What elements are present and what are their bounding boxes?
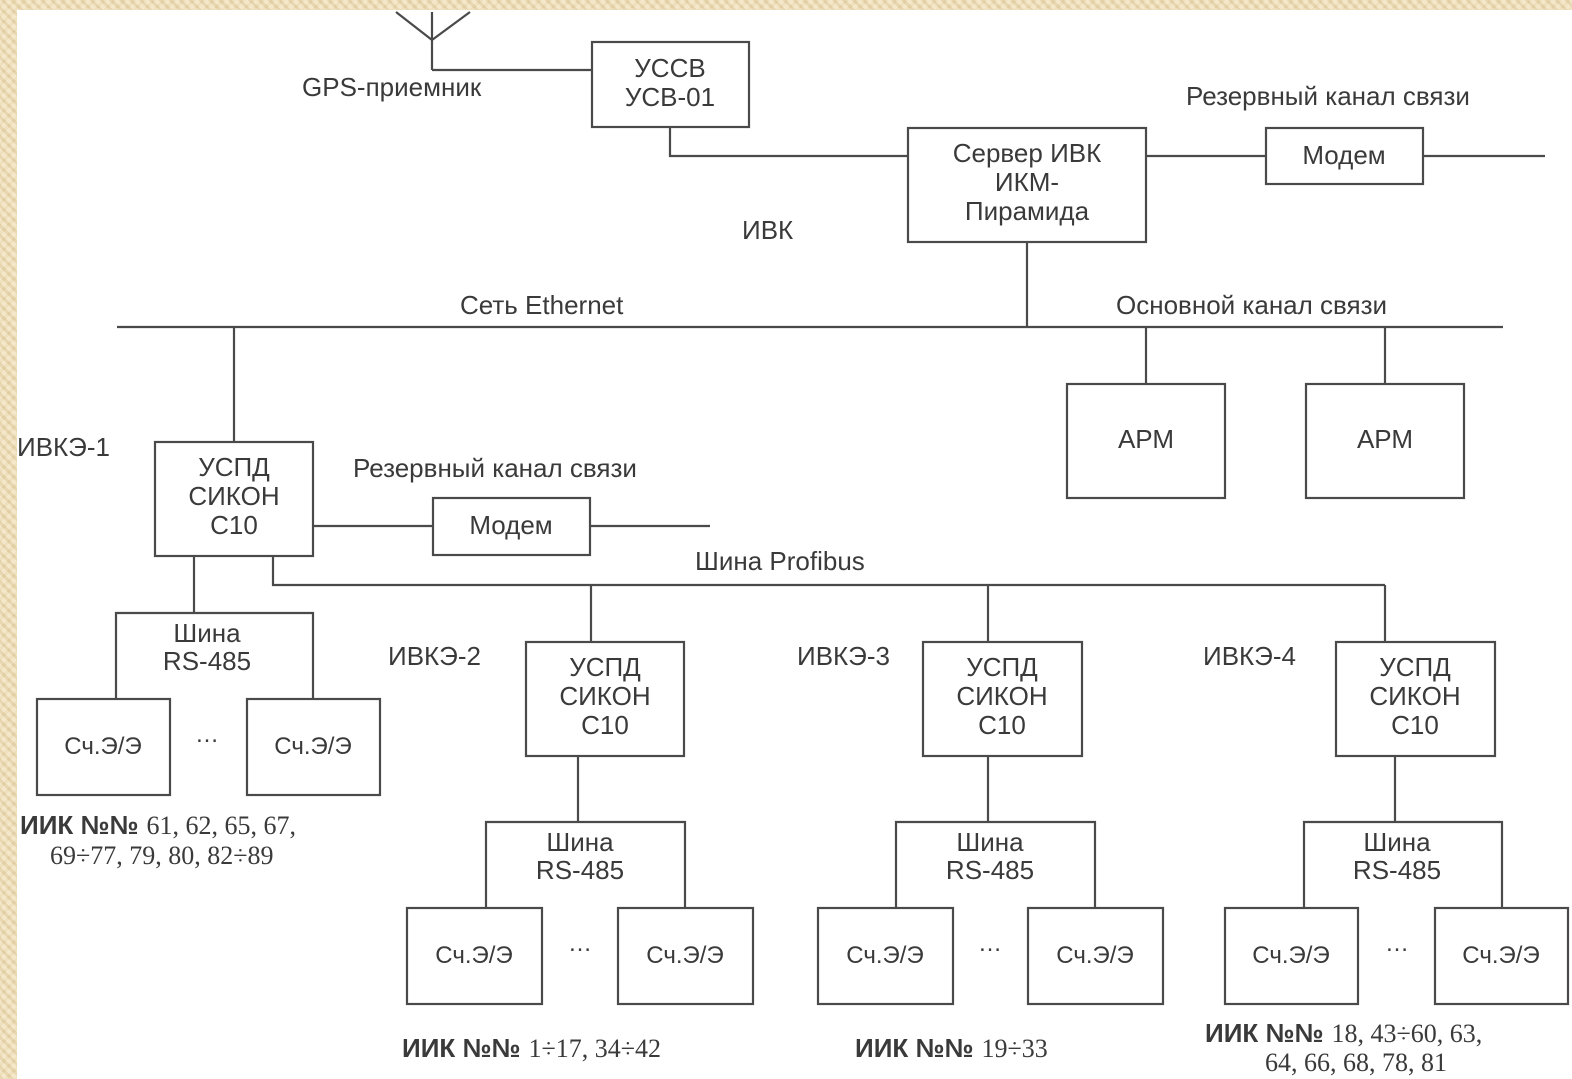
ivke4-uspd-box: УСПД СИКОН С10 bbox=[1334, 640, 1497, 758]
ivke1-bus-line2: RS-485 bbox=[163, 646, 251, 676]
ivke1-reserve-channel-label: Резервный канал связи bbox=[353, 453, 637, 483]
ivke2-uspd-line3: С10 bbox=[581, 710, 629, 740]
ivke1-iik-line2: 69÷77, 79, 80, 82÷89 bbox=[50, 841, 274, 870]
ivke2-uspd-line1: УСПД bbox=[569, 652, 641, 682]
ivke4-iik-numbers1: 18, 43÷60, 63, bbox=[1331, 1019, 1482, 1048]
ivke1-meter-box-2: Сч.Э/Э bbox=[245, 697, 382, 797]
ivke4-meter-box-2: Сч.Э/Э bbox=[1433, 906, 1570, 1006]
profibus-bus-line bbox=[271, 556, 1385, 587]
ivke1-uspd-line2: СИКОН bbox=[188, 481, 279, 511]
ethernet-label: Сеть Ethernet bbox=[460, 290, 624, 320]
gps-antenna-icon bbox=[395, 11, 471, 70]
ivke2-ellipsis: … bbox=[568, 930, 592, 957]
ivke4-uspd-line2: СИКОН bbox=[1369, 681, 1460, 711]
ivke1-uspd-box: УСПД СИКОН С10 bbox=[153, 440, 315, 558]
ussv-line1: УССВ bbox=[634, 53, 705, 83]
ivke3-iik-prefix: ИИК №№ bbox=[855, 1033, 973, 1063]
ivke1-meter-box-1: Сч.Э/Э bbox=[35, 697, 172, 797]
ivke2-uspd-box: УСПД СИКОН С10 bbox=[524, 640, 686, 758]
ivke3-iik-numbers1: 19÷33 bbox=[981, 1034, 1047, 1063]
ivke4-iik-prefix: ИИК №№ bbox=[1205, 1018, 1323, 1048]
profibus-label: Шина Profibus bbox=[695, 546, 865, 576]
ivke1-iik-line1: ИИК №№ 61, 62, 65, 67, bbox=[20, 810, 296, 840]
ivke3-uspd-line2: СИКОН bbox=[956, 681, 1047, 711]
ivke2-rs485-bracket bbox=[484, 820, 687, 908]
ivke1-meter-label-2: Сч.Э/Э bbox=[274, 733, 351, 760]
ivke4-meter-label-2: Сч.Э/Э bbox=[1462, 942, 1539, 969]
main-channel-label: Основной канал связи bbox=[1116, 290, 1387, 320]
ivke2-meter-box-2: Сч.Э/Э bbox=[616, 906, 755, 1006]
ivke3-rs485-bracket bbox=[894, 820, 1097, 908]
ivke3-bus-line1: Шина bbox=[956, 827, 1024, 857]
ivke4-meter-box-1: Сч.Э/Э bbox=[1223, 906, 1360, 1006]
ivke3-meter-box-2: Сч.Э/Э bbox=[1026, 906, 1165, 1006]
ivke1-label: ИВКЭ-1 bbox=[17, 432, 110, 462]
ussv-box: УССВ УСВ-01 bbox=[590, 40, 751, 129]
ivke4-ellipsis: … bbox=[1385, 930, 1409, 957]
ivke1-ellipsis: … bbox=[195, 721, 219, 748]
server-box: Сервер ИВК ИКМ- Пирамида bbox=[906, 126, 1148, 244]
arm-label-2: АРМ bbox=[1357, 424, 1413, 454]
ivke3-uspd-box: УСПД СИКОН С10 bbox=[921, 640, 1084, 758]
ivke1-iik-prefix: ИИК №№ bbox=[20, 810, 138, 840]
ivke2-bus-line1: Шина bbox=[546, 827, 614, 857]
ivke3-label: ИВКЭ-3 bbox=[797, 641, 890, 671]
ivke2-iik-prefix: ИИК №№ bbox=[402, 1033, 520, 1063]
top-reserve-channel-label: Резервный канал связи bbox=[1186, 81, 1470, 111]
ivke3-ellipsis: … bbox=[978, 930, 1002, 957]
server-line2: ИКМ- bbox=[995, 167, 1059, 197]
top-modem-box: Модем bbox=[1264, 126, 1425, 186]
ussv-line2: УСВ-01 bbox=[625, 82, 715, 112]
ivke2-bus-line2: RS-485 bbox=[536, 855, 624, 885]
arm-label-1: АРМ bbox=[1118, 424, 1174, 454]
ivke2-label: ИВКЭ-2 bbox=[388, 641, 481, 671]
ivke4-uspd-line3: С10 bbox=[1391, 710, 1439, 740]
ivke4-label: ИВКЭ-4 bbox=[1203, 641, 1296, 671]
arm-box-2: АРМ bbox=[1304, 382, 1466, 500]
ivke2-iik-line1: ИИК №№ 1÷17, 34÷42 bbox=[402, 1033, 661, 1063]
connection-lines bbox=[117, 11, 1545, 822]
ivk-label: ИВК bbox=[742, 215, 793, 245]
ivke4-uspd-line1: УСПД bbox=[1379, 652, 1451, 682]
ivke2-meter-box-1: Сч.Э/Э bbox=[405, 906, 544, 1006]
ivke4-meter-label-1: Сч.Э/Э bbox=[1252, 942, 1329, 969]
ivke1-modem-box: Модем bbox=[431, 496, 592, 557]
ivke2-meter-label-2: Сч.Э/Э bbox=[646, 942, 723, 969]
ivke3-iik-line1: ИИК №№ 19÷33 bbox=[855, 1033, 1048, 1063]
ivke1-meter-label-1: Сч.Э/Э bbox=[64, 733, 141, 760]
ivke1-bus-line1: Шина bbox=[173, 618, 241, 648]
ivke2-uspd-line2: СИКОН bbox=[559, 681, 650, 711]
arm-box-1: АРМ bbox=[1065, 382, 1227, 500]
ivke4-bus-line2: RS-485 bbox=[1353, 855, 1441, 885]
ivke3-bus-line2: RS-485 bbox=[946, 855, 1034, 885]
ussv-to-server-line bbox=[668, 127, 908, 158]
ivke1-iik-numbers1: 61, 62, 65, 67, bbox=[146, 811, 296, 840]
ivke1-uspd-line3: С10 bbox=[210, 510, 258, 540]
ivke2-meter-label-1: Сч.Э/Э bbox=[435, 942, 512, 969]
ivke4-iik-line2: 64, 66, 68, 78, 81 bbox=[1265, 1048, 1447, 1077]
ivke4-iik-line1: ИИК №№ 18, 43÷60, 63, bbox=[1205, 1018, 1482, 1048]
ivke1-modem-label: Модем bbox=[469, 510, 552, 540]
server-line3: Пирамида bbox=[965, 196, 1090, 226]
ivke4-rs485-bracket bbox=[1302, 820, 1504, 908]
ivke1-rs485-bracket bbox=[114, 611, 315, 699]
ivke3-meter-box-1: Сч.Э/Э bbox=[816, 906, 955, 1006]
top-modem-label: Модем bbox=[1302, 140, 1385, 170]
ivke3-meter-label-1: Сч.Э/Э bbox=[846, 942, 923, 969]
server-line1: Сервер ИВК bbox=[953, 138, 1102, 168]
ivke3-meter-label-2: Сч.Э/Э bbox=[1056, 942, 1133, 969]
ivke3-uspd-line3: С10 bbox=[978, 710, 1026, 740]
gps-receiver-label: GPS-приемник bbox=[302, 72, 482, 102]
ivke3-uspd-line1: УСПД bbox=[966, 652, 1038, 682]
ivke1-uspd-line1: УСПД bbox=[198, 452, 270, 482]
ivke2-iik-numbers1: 1÷17, 34÷42 bbox=[528, 1034, 661, 1063]
ivke4-bus-line1: Шина bbox=[1363, 827, 1431, 857]
